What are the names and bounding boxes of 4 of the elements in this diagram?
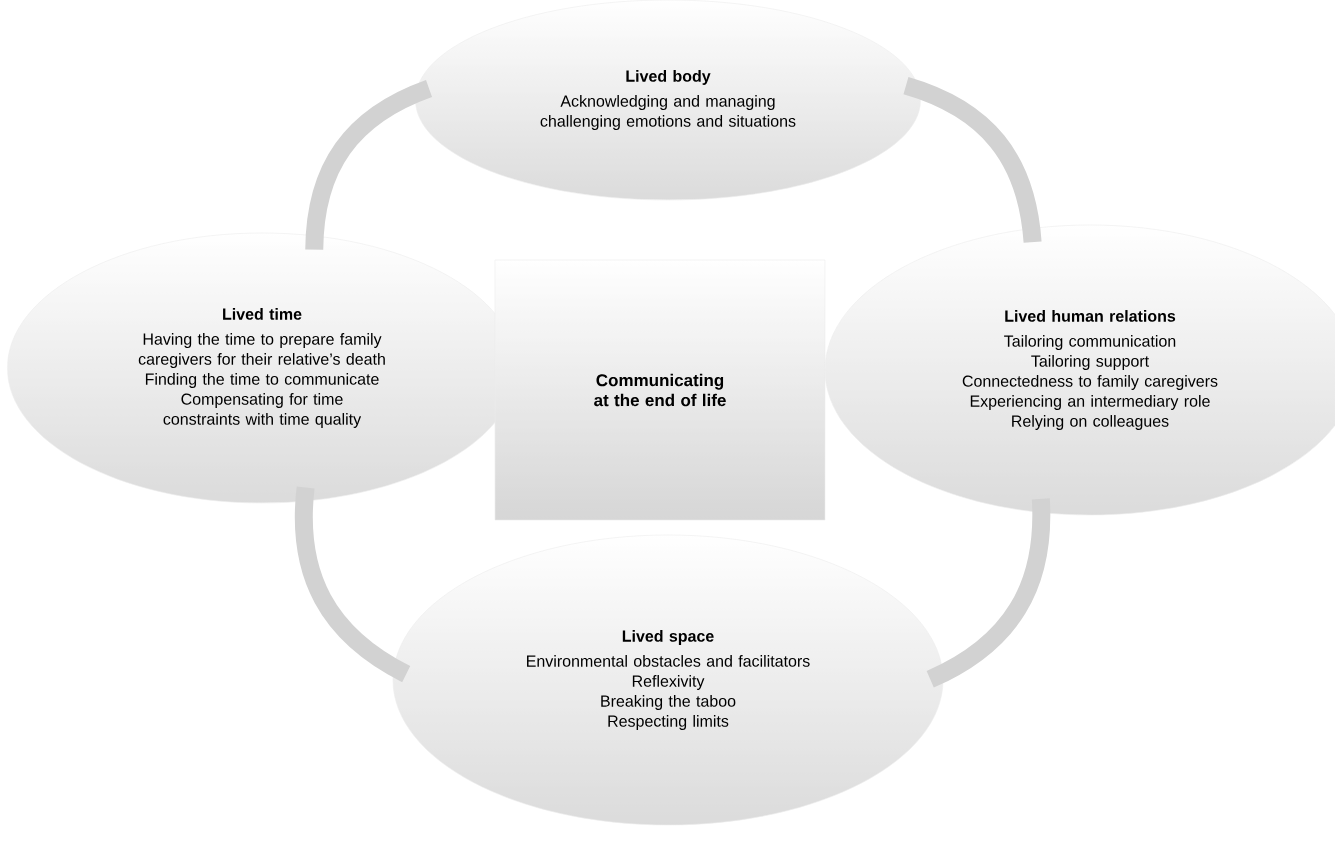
ring-arc xyxy=(926,498,1051,688)
ring-arc xyxy=(305,80,433,250)
ring-arc xyxy=(903,77,1042,244)
ring-arc xyxy=(294,486,411,682)
